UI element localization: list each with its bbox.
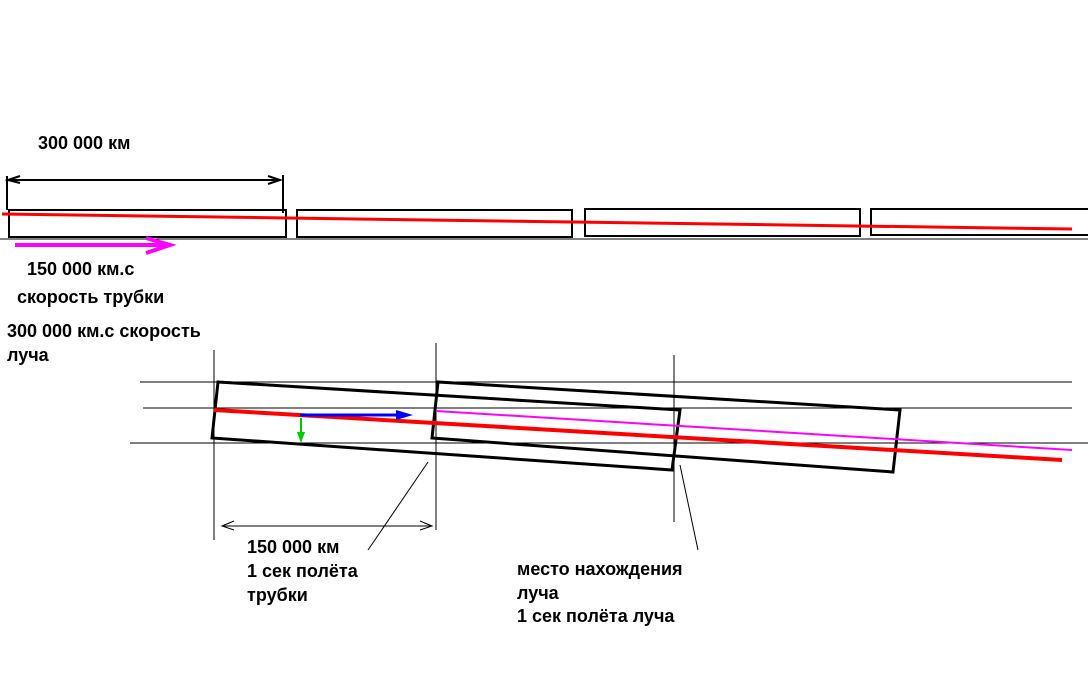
pointer-line-tube xyxy=(367,461,429,551)
beam-label-line3: 1 сек полёта луча xyxy=(517,606,675,626)
tube-label-line3: трубки xyxy=(247,585,308,605)
tube-segment-4 xyxy=(870,208,1088,236)
beam-speed-line2: луча xyxy=(7,345,49,365)
beam-label-line2: луча xyxy=(517,583,559,603)
tilted-tube-2 xyxy=(430,380,902,474)
tilted-tube-1 xyxy=(210,380,682,472)
tube-speed-value: 150 000 км.с xyxy=(27,259,135,279)
blue-vector-arrow xyxy=(300,410,413,420)
green-vector-arrow xyxy=(297,418,305,443)
tube-segment-2 xyxy=(296,209,573,238)
tube-label-line1: 150 000 км xyxy=(247,537,340,557)
top-dimension-arrow xyxy=(4,175,284,213)
tube-label-line2: 1 сек полёта xyxy=(247,561,358,581)
beam-path-magenta xyxy=(435,410,1073,451)
tube-length-label: 300 000 км xyxy=(38,133,131,153)
beam-line-top xyxy=(1,212,1073,231)
tube-speed-caption: скорость трубки xyxy=(17,287,165,307)
beam-path-red xyxy=(213,408,1063,462)
pointer-line-beam xyxy=(679,464,699,551)
tube-motion-arrow xyxy=(15,236,177,255)
beam-speed-line1: 300 000 км.с скорость xyxy=(7,321,201,341)
beam-label-line1: место нахождения xyxy=(517,559,683,579)
bottom-dimension-arrow xyxy=(220,520,434,531)
